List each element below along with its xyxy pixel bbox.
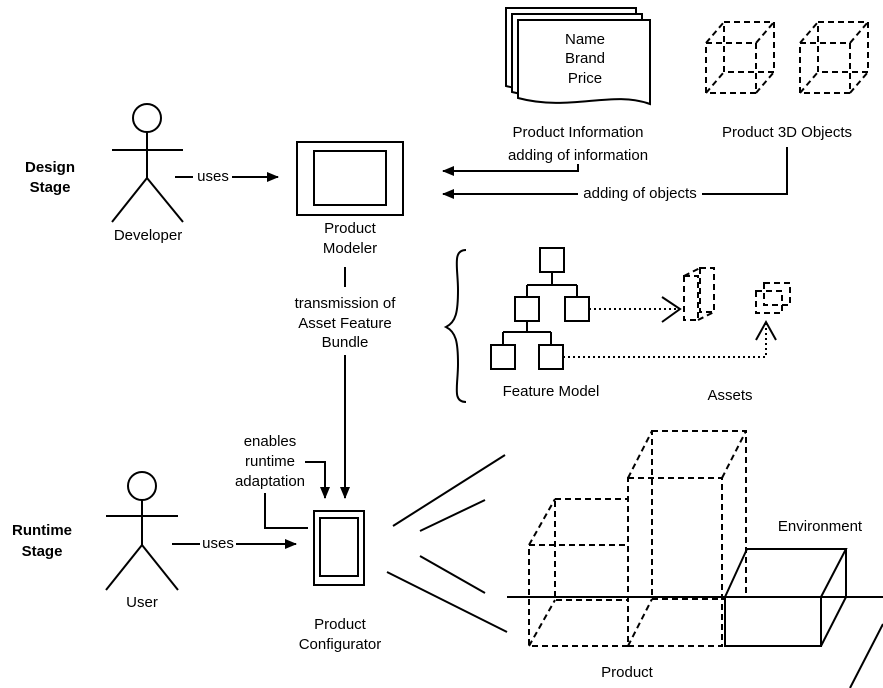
design-stage-label-2: Stage [30,179,71,196]
feature-to-asset-arrowhead-2 [755,319,777,341]
adding-objects-label: adding of objects [583,185,696,202]
feature-to-asset-arrowhead-1 [661,296,682,323]
enables-arrow [305,461,330,499]
feature-bundle-brace [443,249,467,403]
product-configurator-label-2: Configurator [299,636,382,653]
enables-label-3: adaptation [235,473,305,490]
product-modeler-label-1: Product [324,220,377,237]
user-label: User [126,594,158,611]
developer-actor-icon [111,103,184,223]
asset-piece-icon [755,282,791,314]
developer-label: Developer [114,227,182,244]
product-information-label: Product Information [513,124,644,141]
view-ray-lines [386,454,508,633]
doc-field-name: Name [565,31,605,48]
doc-field-price: Price [568,70,602,87]
product-modeler-label-2: Modeler [323,240,377,257]
product-3d-objects-label: Product 3D Objects [722,124,852,141]
scene-perspective-line [849,623,883,688]
product-3d-model-icon [528,430,747,647]
feature-model-tree-icon [490,247,590,370]
product-modeler-icon [296,141,404,216]
feature-model-label: Feature Model [503,383,600,400]
runtime-stage-label-2: Stage [22,543,63,560]
product-information-documents-icon [505,7,651,106]
enables-label-1: enables [244,433,297,450]
environment-label: Environment [778,518,863,535]
assets-label: Assets [707,387,752,404]
product-label: Product [601,664,654,681]
environment-box-icon [724,548,848,647]
product-configurator-icon [313,510,365,586]
adding-objects-edge-tail [702,147,788,195]
doc-field-brand: Brand [565,50,605,67]
adding-information-label: adding of information [508,147,648,164]
runtime-stage-label-1: Runtime [12,522,72,539]
design-stage-label-1: Design [25,159,75,176]
product-3d-object-cube-icon [705,21,775,94]
enables-loop-line [264,493,308,529]
user-uses-label: uses [202,535,234,552]
product-3d-object-cube-icon [799,21,869,94]
asset-piece-icon [683,267,715,321]
transmission-label-2: Asset Feature [298,315,391,332]
user-actor-icon [105,471,179,591]
transmission-label-3: Bundle [322,334,369,351]
transmission-label-1: transmission of [295,295,397,312]
enables-label-2: runtime [245,453,295,470]
developer-uses-label: uses [197,168,229,185]
adding-information-arrow [442,164,579,176]
feature-to-asset-mapping-2 [563,324,767,358]
product-configurator-label-1: Product [314,616,367,633]
